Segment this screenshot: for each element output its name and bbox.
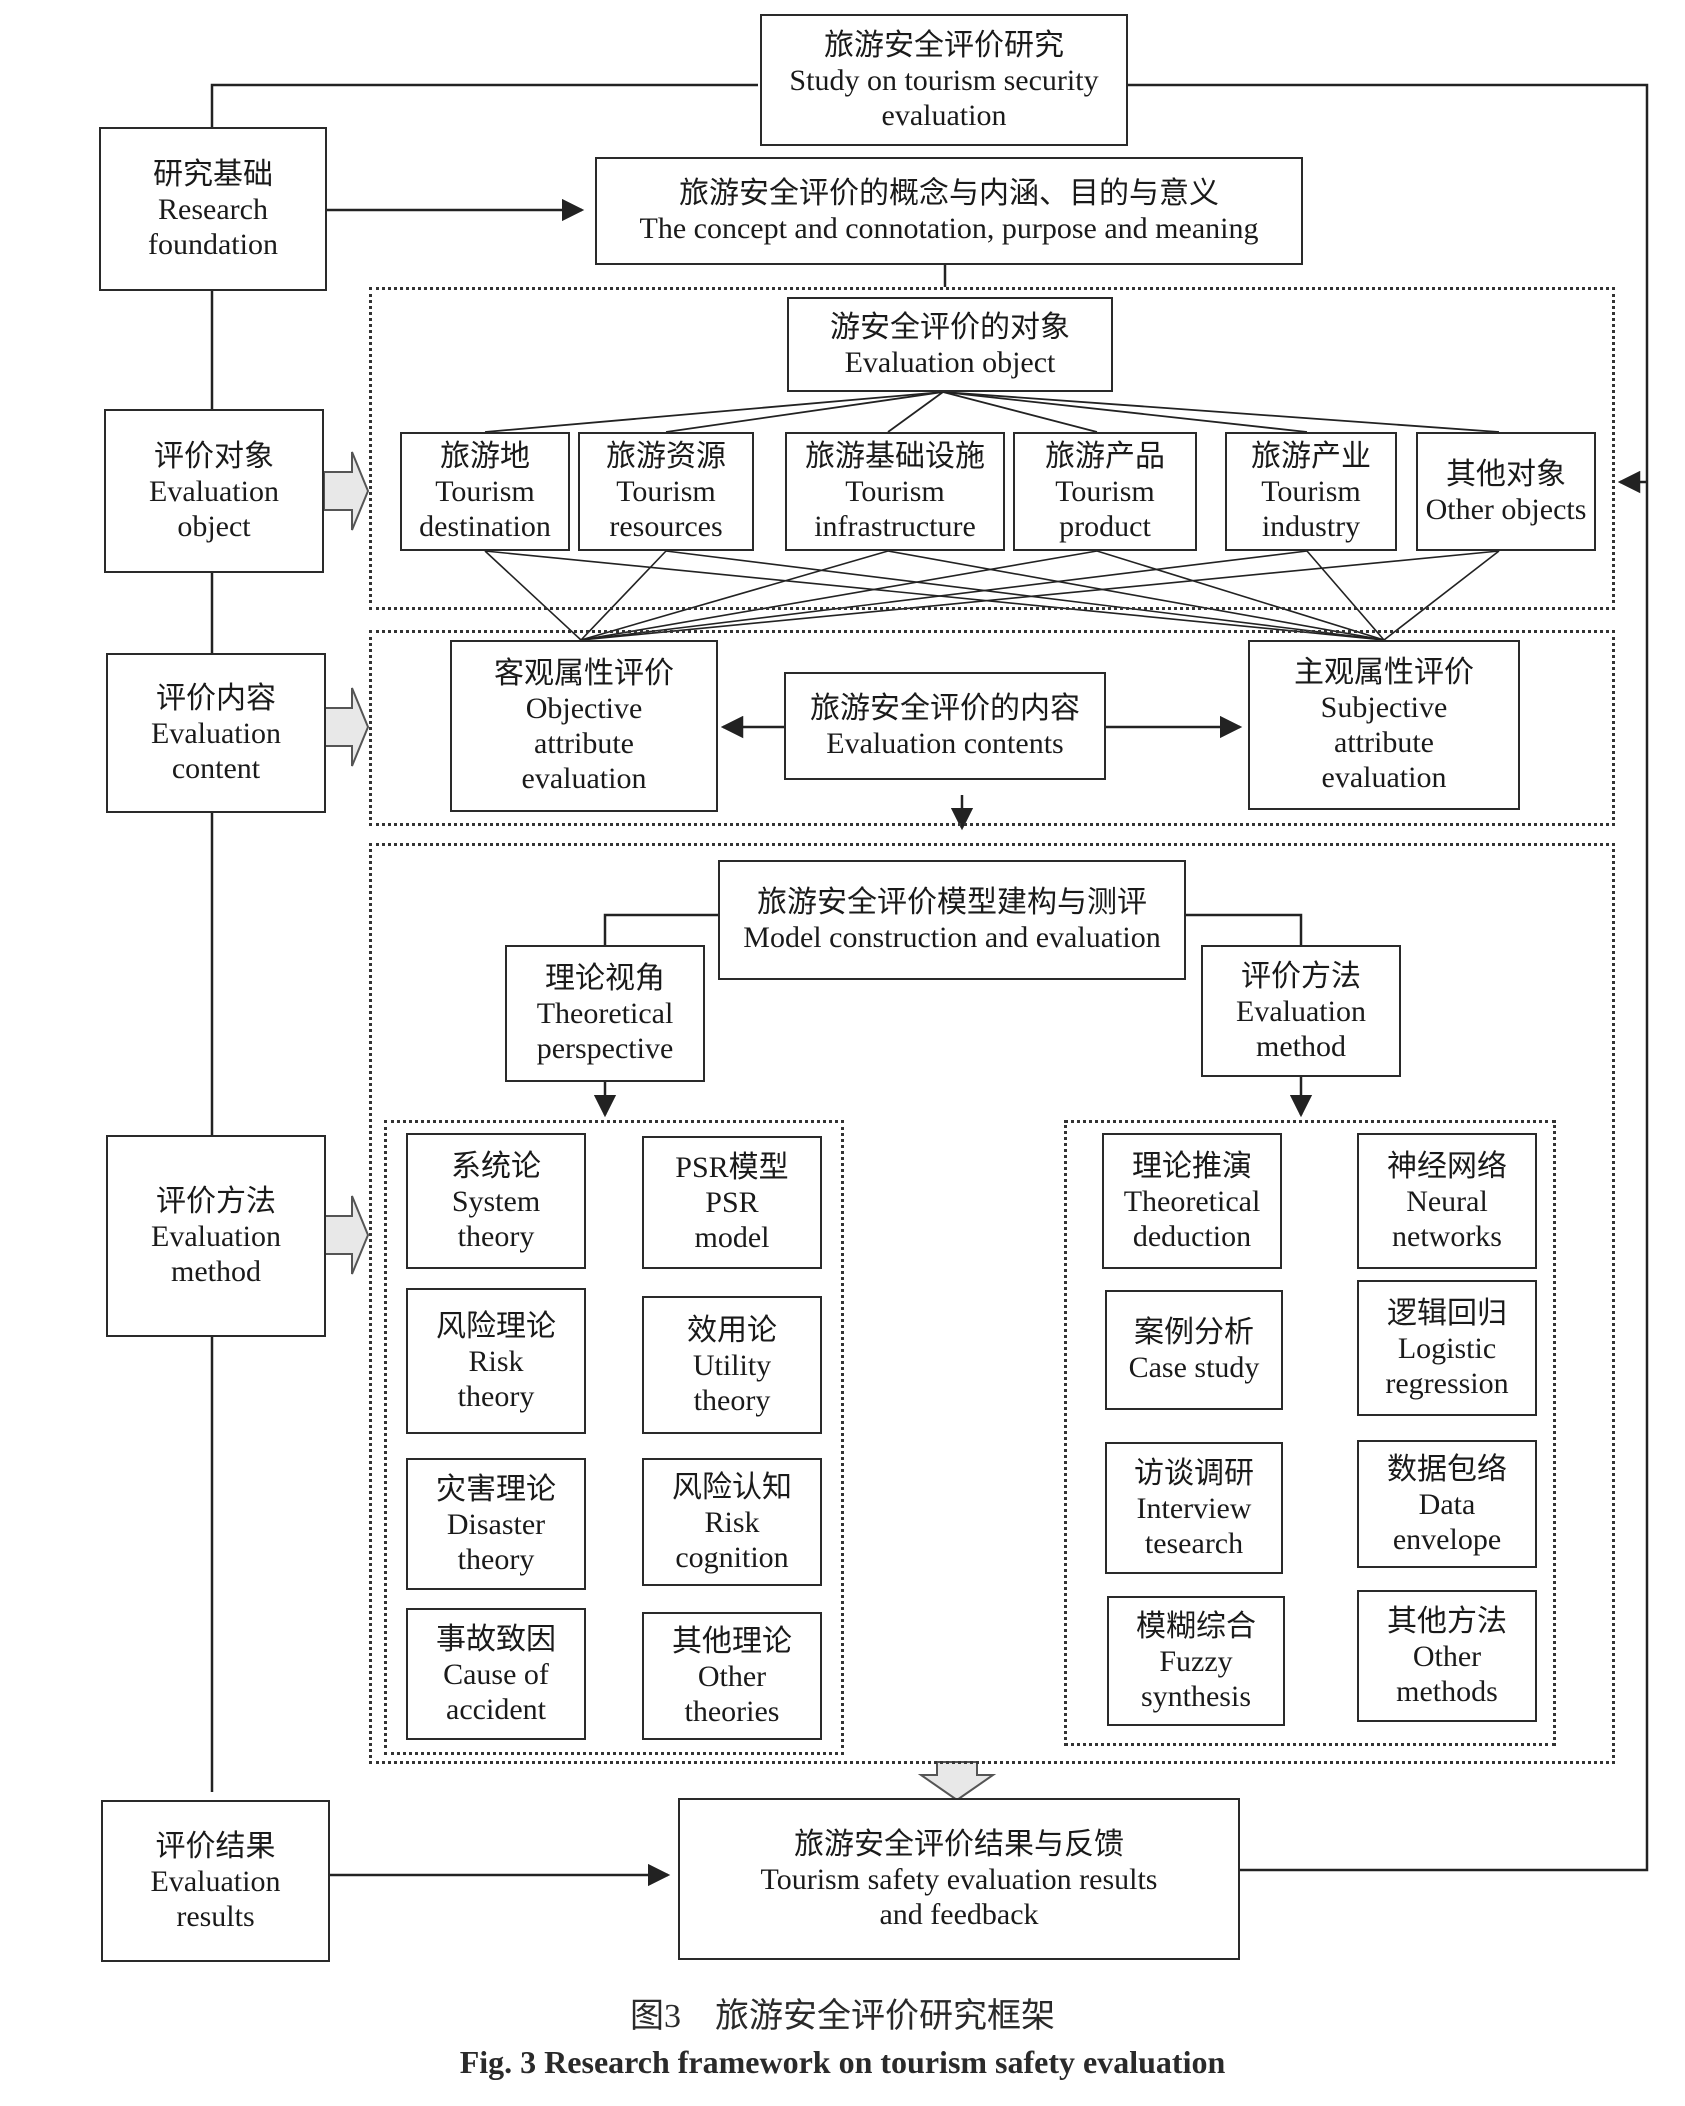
theory-system: 系统论 System theory <box>406 1133 586 1269</box>
contents-region <box>369 630 1615 826</box>
method-other: 其他方法 Other methods <box>1357 1590 1537 1722</box>
method-data-envelope: 数据包络 Data envelope <box>1357 1440 1537 1568</box>
object-tourism-product: 旅游产品 Tourism product <box>1013 432 1197 551</box>
theory-cause-of-accident: 事故致因 Cause of accident <box>406 1608 586 1740</box>
side-evaluation-content: 评价内容 Evaluation content <box>106 653 326 813</box>
theory-disaster: 灾害理论 Disaster theory <box>406 1458 586 1590</box>
theory-risk: 风险理论 Risk theory <box>406 1288 586 1434</box>
object-other-objects: 其他对象 Other objects <box>1416 432 1596 551</box>
theories-region <box>384 1120 844 1755</box>
objects-region <box>369 287 1615 610</box>
node-evaluation-results-feedback: 旅游安全评价结果与反馈 Tourism safety evaluation re… <box>678 1798 1240 1960</box>
object-fanout-lines <box>484 391 1500 433</box>
side-evaluation-object: 评价对象 Evaluation object <box>104 409 324 573</box>
node-subjective-attribute: 主观属性评价 Subjective attribute evaluation <box>1248 640 1520 810</box>
hollow-block-arrows <box>323 451 997 1802</box>
object-tourism-industry: 旅游产业 Tourism industry <box>1225 432 1397 551</box>
side-research-foundation: 研究基础 Research foundation <box>99 127 327 291</box>
figure-caption-english: Fig. 3 Research framework on tourism saf… <box>459 2044 1226 2080</box>
object-to-attribute-lines <box>484 550 1500 641</box>
side-evaluation-results: 评价结果 Evaluation results <box>101 1800 330 1962</box>
node-study-on-tourism-security: 旅游安全评价研究 Study on tourism security evalu… <box>760 14 1128 146</box>
figure-caption-chinese: 图3 旅游安全评价研究框架 <box>630 1998 1055 2035</box>
theory-utility: 效用论 Utility theory <box>642 1296 822 1434</box>
side-evaluation-method: 评价方法 Evaluation method <box>106 1135 326 1337</box>
method-case-study: 案例分析 Case study <box>1105 1290 1283 1410</box>
theory-risk-cognition: 风险认知 Risk cognition <box>642 1458 822 1586</box>
node-theoretical-perspective: 理论视角 Theoretical perspective <box>505 945 705 1082</box>
methods-region <box>1064 1120 1556 1746</box>
method-fuzzy-synthesis: 模糊综合 Fuzzy synthesis <box>1107 1596 1285 1726</box>
theory-other: 其他理论 Other theories <box>642 1612 822 1740</box>
feedback-loop-line <box>1128 83 1649 1872</box>
model-to-method <box>1186 913 1303 945</box>
node-evaluation-method: 评价方法 Evaluation method <box>1201 945 1401 1077</box>
model-to-theoretical <box>603 913 718 945</box>
method-theoretical-deduction: 理论推演 Theoretical deduction <box>1102 1133 1282 1269</box>
object-tourism-destination: 旅游地 Tourism destination <box>400 432 570 551</box>
node-concept-connotation: 旅游安全评价的概念与内涵、目的与意义 The concept and conno… <box>595 157 1303 265</box>
method-interview-research: 访谈调研 Interview tesearch <box>1105 1442 1283 1574</box>
node-objective-attribute: 客观属性评价 Objective attribute evaluation <box>450 640 718 812</box>
node-evaluation-object: 游安全评价的对象 Evaluation object <box>787 297 1113 392</box>
object-tourism-infrastructure: 旅游基础设施 Tourism infrastructure <box>785 432 1005 551</box>
theory-psr-model: PSR模型 PSR model <box>642 1136 822 1269</box>
method-logistic-regression: 逻辑回归 Logistic regression <box>1357 1280 1537 1416</box>
node-evaluation-contents: 旅游安全评价的内容 Evaluation contents <box>784 672 1106 780</box>
node-model-construction: 旅游安全评价模型建构与测评 Model construction and eva… <box>718 860 1186 980</box>
object-tourism-resources: 旅游资源 Tourism resources <box>578 432 754 551</box>
method-neural-networks: 神经网络 Neural networks <box>1357 1133 1537 1269</box>
model-region <box>369 843 1615 1764</box>
